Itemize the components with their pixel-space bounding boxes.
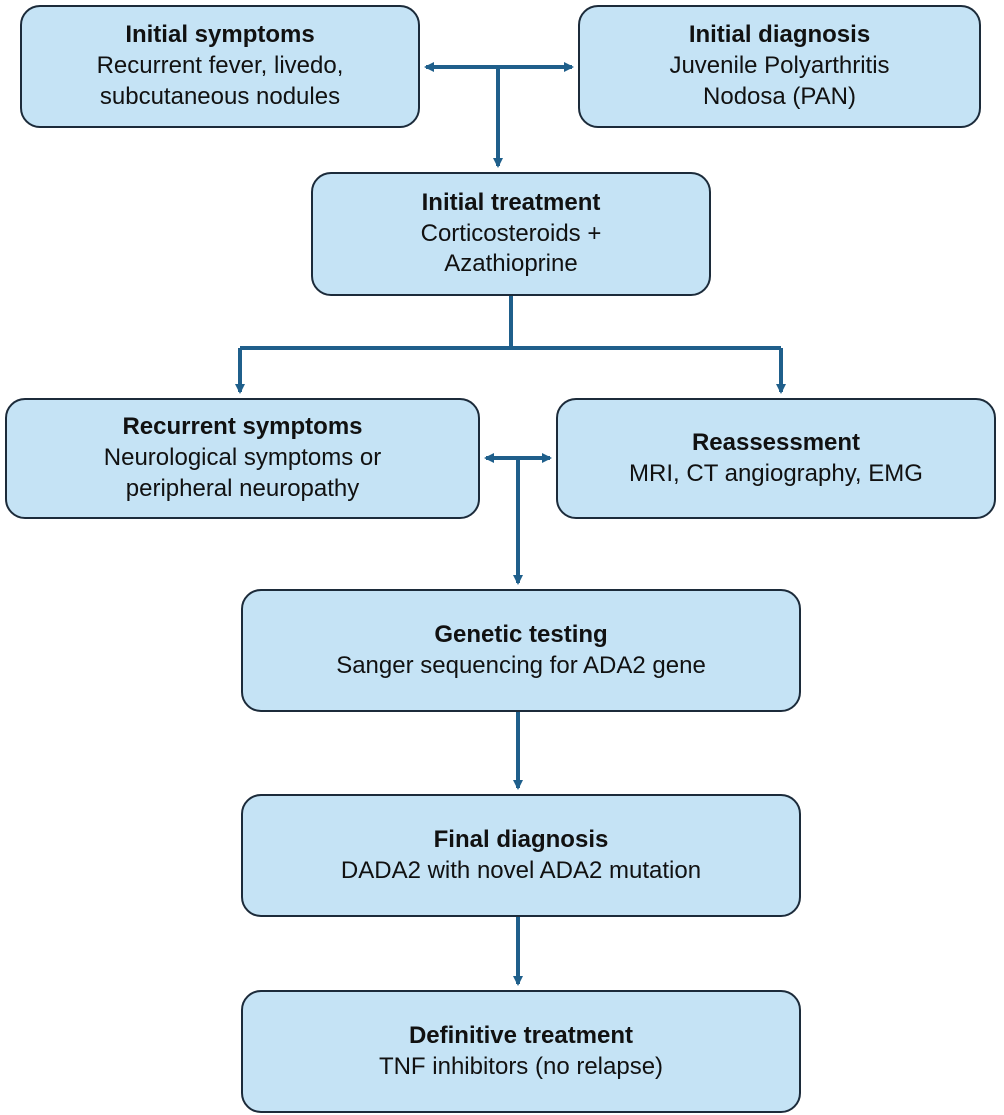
initial-symptoms-title: Initial symptoms (125, 21, 315, 49)
initial-symptoms-box: Initial symptoms Recurrent fever, livedo… (20, 5, 420, 128)
reassessment-box: Reassessment MRI, CT angiography, EMG (556, 398, 996, 519)
final-diagnosis-title: Final diagnosis (433, 825, 609, 853)
definitive-treatment-title: Definitive treatment (408, 1021, 634, 1049)
initial-treatment-text: Corticosteroids + Azathioprine (420, 219, 602, 278)
final-diagnosis-box: Final diagnosis DADA2 with novel ADA2 mu… (241, 794, 801, 917)
genetic-testing-text: Sanger sequencing for ADA2 gene (336, 651, 706, 679)
initial-treatment-title: Initial treatment (421, 188, 601, 216)
reassessment-title: Reassessment (691, 428, 861, 456)
initial-diagnosis-box: Initial diagnosis Juvenile Polyarthritis… (578, 5, 981, 128)
recurrent-symptoms-text: Neurological symptoms or peripheral neur… (103, 444, 382, 502)
genetic-testing-title: Genetic testing (434, 620, 608, 648)
reassessment-text: MRI, CT angiography, EMG (629, 459, 923, 487)
definitive-treatment-text: TNF inhibitors (no relapse) (378, 1052, 664, 1080)
initial-diagnosis-text: Juvenile Polyarthritis Nodosa (PAN) (669, 52, 890, 110)
initial-diagnosis-title: Initial diagnosis (688, 21, 871, 49)
genetic-testing-box: Genetic testing Sanger sequencing for AD… (241, 589, 801, 712)
recurrent-symptoms-title: Recurrent symptoms (122, 413, 363, 441)
initial-symptoms-text: Recurrent fever, livedo, subcutaneous no… (96, 52, 344, 110)
initial-treatment-box: Initial treatment Corticosteroids + Azat… (311, 172, 711, 296)
final-diagnosis-text: DADA2 with novel ADA2 mutation (340, 856, 702, 884)
recurrent-symptoms-box: Recurrent symptoms Neurological symptoms… (5, 398, 480, 519)
definitive-treatment-box: Definitive treatment TNF inhibitors (no … (241, 990, 801, 1113)
